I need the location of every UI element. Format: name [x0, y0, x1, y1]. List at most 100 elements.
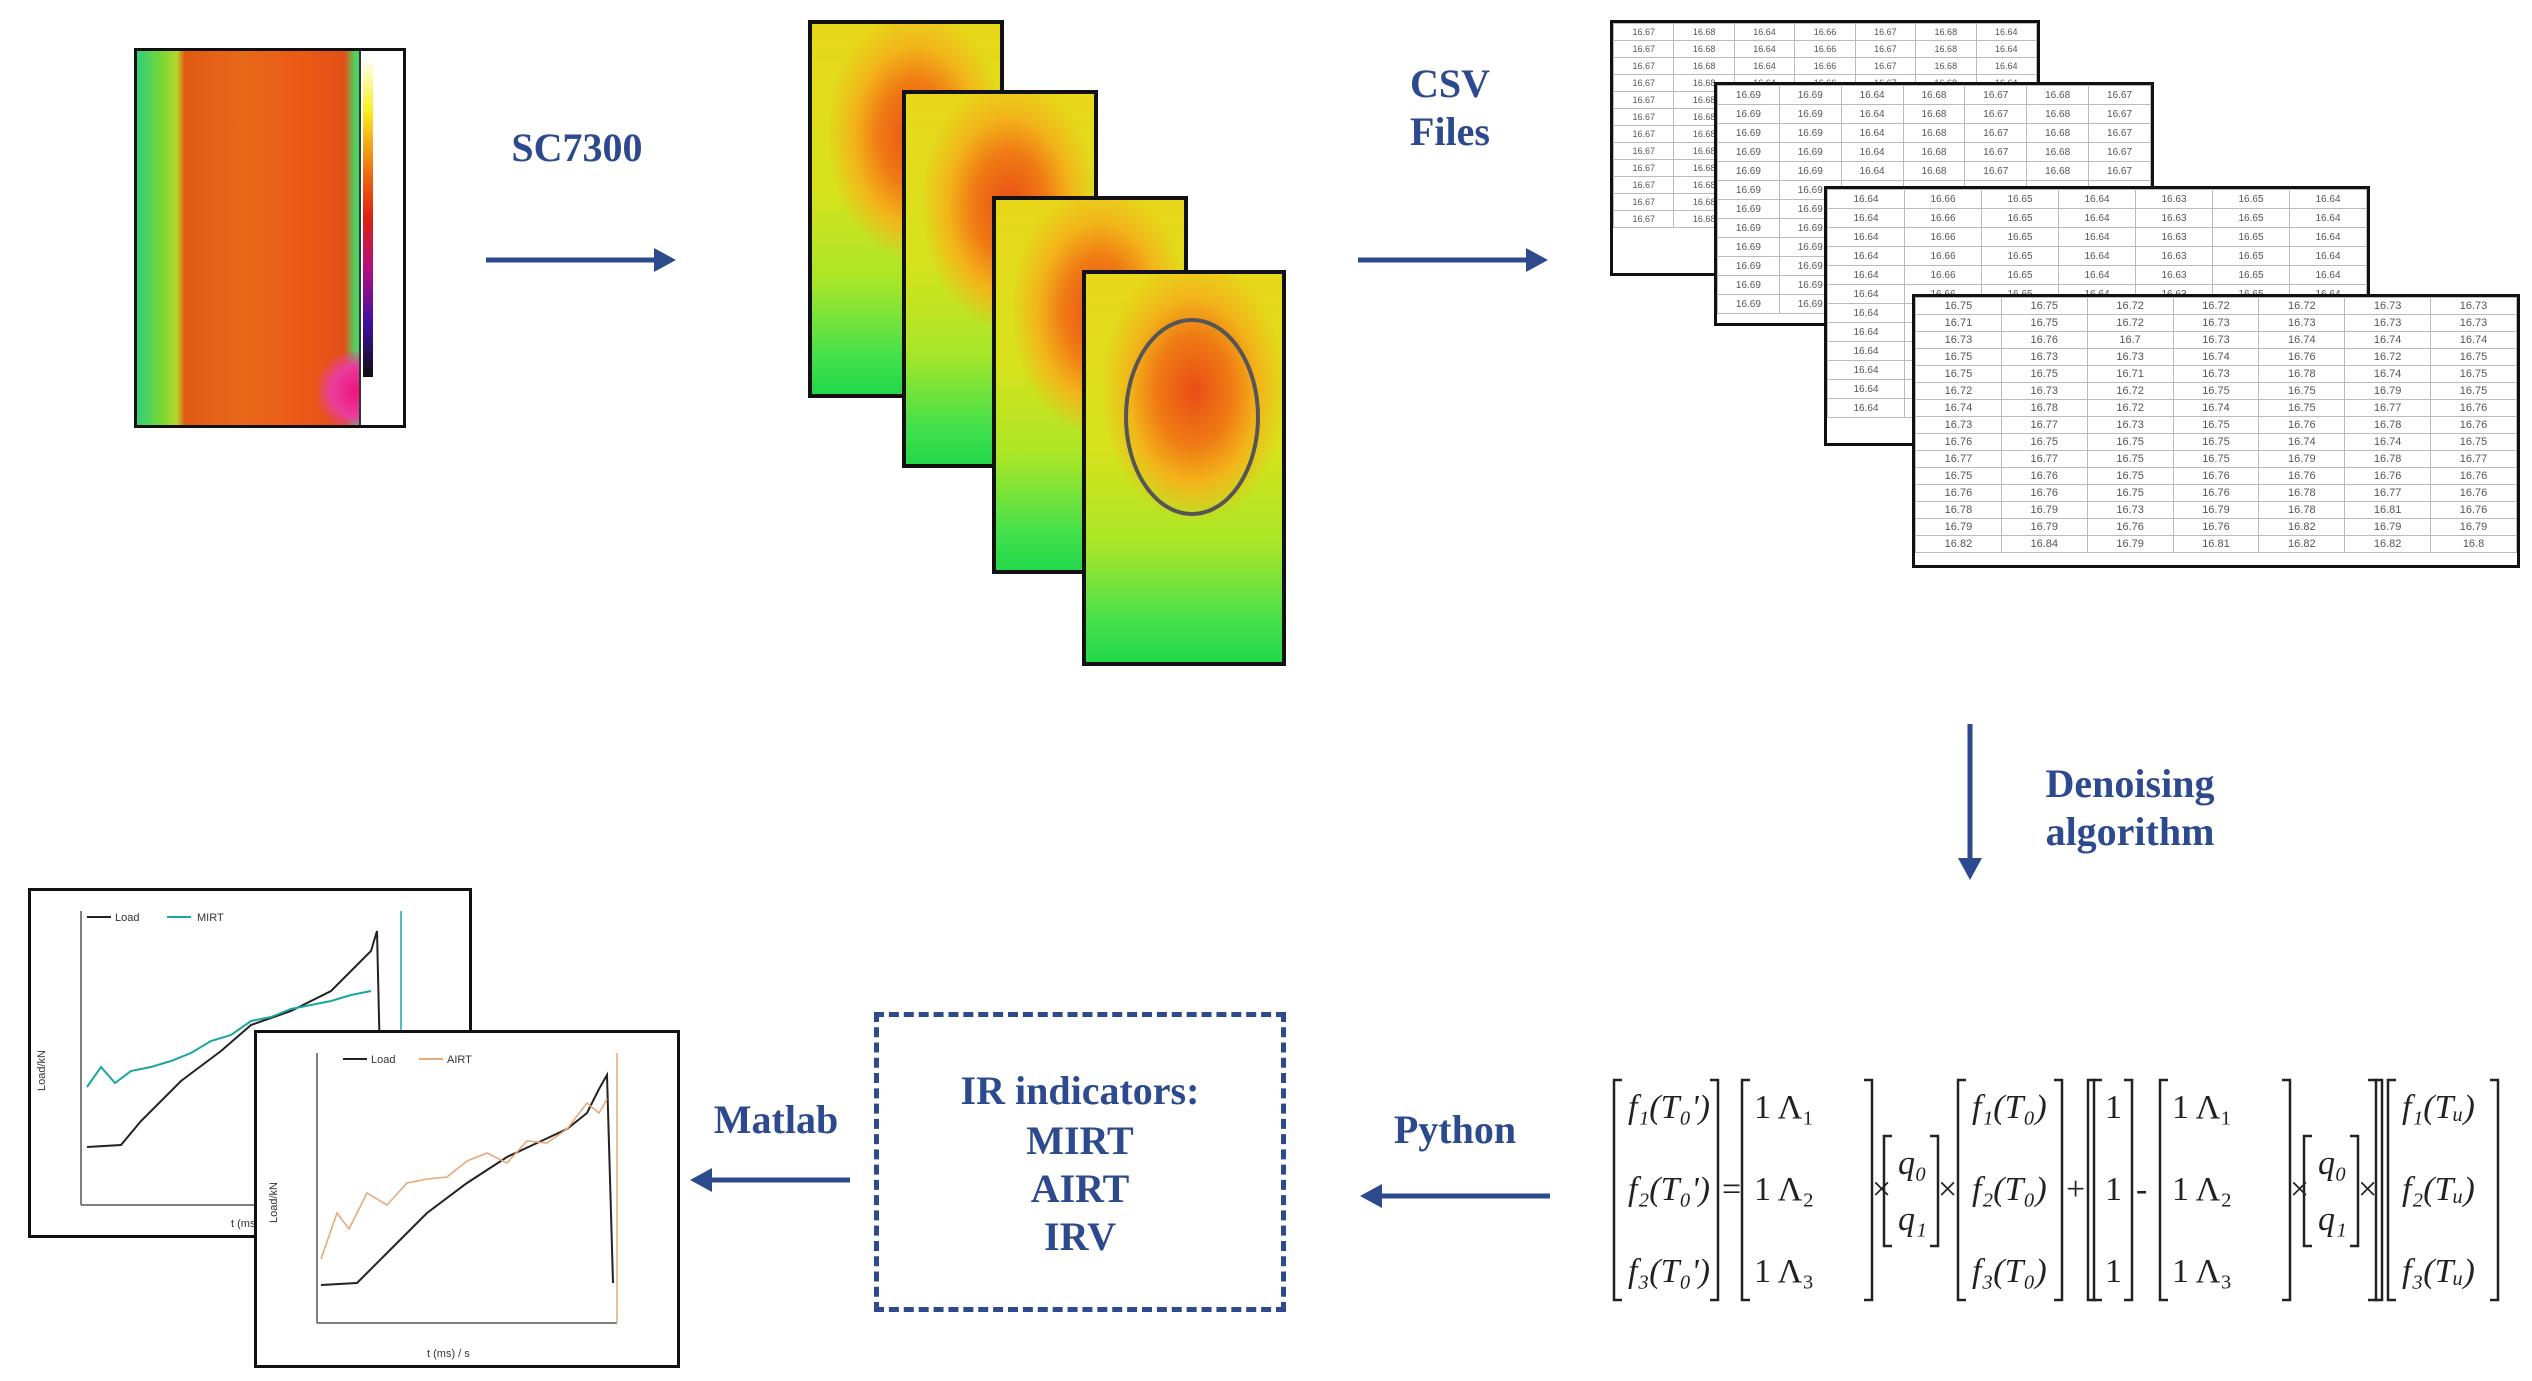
- csv-cell: 16.68: [1673, 57, 1735, 75]
- label-camera: SC7300: [511, 125, 643, 170]
- csv-cell: 16.75: [1915, 365, 2002, 383]
- csv-cell: 16.64: [1840, 142, 1904, 162]
- csv-cell: 16.64: [1827, 265, 1905, 285]
- csv-cell: 16.74: [2344, 365, 2432, 383]
- csv-cell: 16.81: [2172, 535, 2260, 553]
- csv-cell: 16.75: [2430, 433, 2517, 451]
- csv-cell: 16.73: [2430, 314, 2517, 332]
- csv-cell: 16.73: [2172, 314, 2260, 332]
- svg-text:×: ×: [1872, 1171, 1891, 1208]
- csv-cell: 16.77: [2000, 416, 2088, 434]
- csv-cell: 16.79: [1915, 518, 2002, 536]
- csv-cell: 16.67: [2088, 161, 2151, 181]
- csv-cell: 16.64: [1840, 104, 1904, 124]
- csv-cell: 16.69: [1717, 237, 1780, 257]
- csv-cell: 16.82: [2258, 535, 2346, 553]
- indicator-airt: AIRT: [1030, 1166, 1130, 1211]
- csv-cell: 16.68: [2026, 85, 2090, 105]
- csv-cell: 16.75: [2000, 433, 2088, 451]
- csv-cell: 16.73: [2000, 348, 2088, 366]
- csv-cell: 16.73: [2344, 314, 2432, 332]
- csv-cell: 16.73: [2172, 331, 2260, 349]
- csv-cell: 16.75: [2430, 382, 2517, 400]
- csv-cell: 16.82: [2258, 518, 2346, 536]
- csv-cell: 16.65: [2212, 208, 2290, 228]
- csv-cell: 16.64: [1827, 360, 1905, 380]
- csv-cell: 16.67: [1613, 74, 1675, 92]
- svg-text:1: 1: [2105, 1253, 2122, 1290]
- csv-cell: 16.64: [1827, 379, 1905, 399]
- csv-cell: 16.78: [2000, 399, 2088, 417]
- csv-cell: 16.67: [1613, 159, 1675, 177]
- svg-text:1 Λ₁: 1 Λ₁: [1754, 1089, 1814, 1126]
- csv-cell: 16.64: [2289, 265, 2367, 285]
- csv-cell: 16.69: [1717, 256, 1780, 276]
- csv-cell: 16.68: [1915, 23, 1977, 41]
- svg-text:q₁: q₁: [1898, 1201, 1927, 1238]
- svg-text:1: 1: [2105, 1171, 2122, 1208]
- thermal-color-scale: [359, 51, 403, 425]
- svg-text:f₃(Tᵤ): f₃(Tᵤ): [2402, 1253, 2475, 1290]
- csv-cell: 16.77: [1915, 450, 2002, 468]
- csv-cell: 16.74: [2430, 331, 2517, 349]
- svg-text:+: +: [2066, 1171, 2085, 1208]
- csv-cell: 16.64: [2289, 208, 2367, 228]
- csv-cell: 16.76: [2000, 484, 2088, 502]
- csv-cell: 16.64: [1827, 246, 1905, 266]
- csv-cell: 16.79: [2000, 501, 2088, 519]
- csv-cell: 16.74: [2344, 331, 2432, 349]
- chart-airt-load-line: [320, 1071, 614, 1286]
- csv-cell: 16.78: [2344, 450, 2432, 468]
- csv-cell: 16.67: [1854, 40, 1917, 58]
- label-denoising-line2: algorithm: [2045, 809, 2215, 854]
- csv-cell: 16.78: [2344, 416, 2432, 434]
- arrow-to-csv: [1358, 248, 1548, 272]
- csv-cell: 16.64: [1733, 23, 1796, 41]
- csv-cell: 16.73: [1915, 331, 2002, 349]
- csv-cell: 16.76: [2430, 399, 2517, 417]
- csv-cell: 16.64: [2058, 227, 2136, 247]
- chart-mirt-legend-b: MIRT: [197, 912, 224, 924]
- csv-cell: 16.76: [2258, 416, 2346, 434]
- svg-text:f₃(T₀): f₃(T₀): [1972, 1253, 2047, 1290]
- csv-cell: 16.65: [1981, 189, 2059, 209]
- csv-cell: 16.73: [2172, 365, 2260, 383]
- csv-cell: 16.66: [1794, 40, 1856, 58]
- csv-cell: 16.68: [1902, 161, 1966, 181]
- csv-cell: 16.67: [1613, 193, 1675, 211]
- csv-cell: 16.75: [2430, 348, 2517, 366]
- csv-cell: 16.76: [2172, 518, 2260, 536]
- csv-cell: 16.76: [2430, 484, 2517, 502]
- csv-cell: 16.72: [2086, 399, 2174, 417]
- csv-cell: 16.67: [1613, 210, 1675, 228]
- csv-cell: 16.68: [1902, 104, 1966, 124]
- csv-cell: 16.73: [2086, 501, 2174, 519]
- csv-cell: 16.66: [1904, 208, 1982, 228]
- csv-cell: 16.79: [2086, 535, 2174, 553]
- csv-cell: 16.75: [2172, 433, 2260, 451]
- csv-cell: 16.75: [1915, 467, 2002, 485]
- csv-cell: 16.82: [1915, 535, 2002, 553]
- csv-cell: 16.75: [2000, 297, 2088, 315]
- indicator-mirt: MIRT: [1026, 1118, 1134, 1163]
- svg-text:1 Λ₁: 1 Λ₁: [2172, 1089, 2232, 1126]
- chart-mirt-mirt-line: [86, 990, 372, 1088]
- csv-cell: 16.76: [2172, 484, 2260, 502]
- svg-text:1 Λ₂: 1 Λ₂: [1754, 1171, 1814, 1208]
- label-csv-line1: CSV: [1409, 61, 1491, 106]
- csv-cell: 16.69: [1717, 199, 1780, 219]
- csv-cell: 16.75: [1915, 297, 2002, 315]
- csv-cell: 16.77: [2344, 399, 2432, 417]
- csv-cell: 16.64: [2289, 227, 2367, 247]
- csv-cell: 16.68: [1902, 142, 1966, 162]
- csv-cell: 16.64: [1975, 40, 2037, 58]
- csv-cell: 16.67: [1964, 142, 2028, 162]
- csv-cell: 16.65: [1981, 208, 2059, 228]
